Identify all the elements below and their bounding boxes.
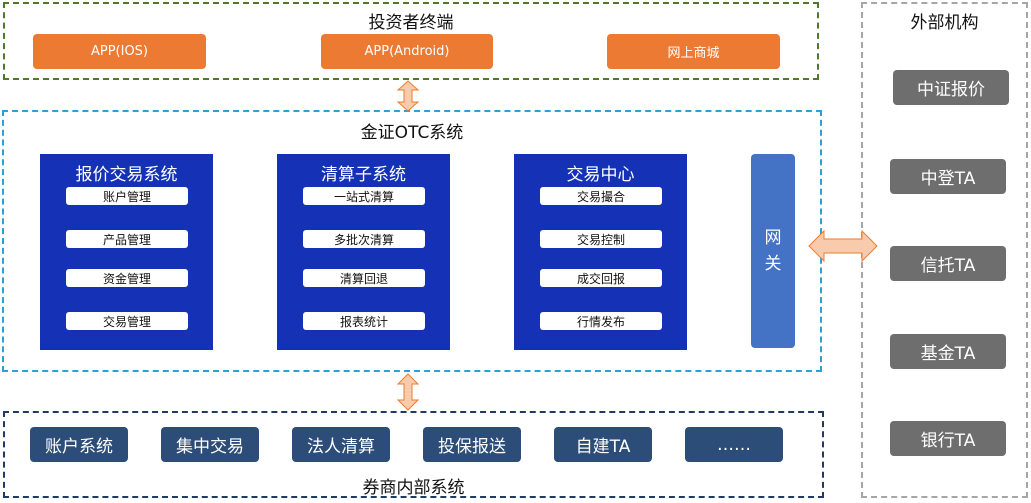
legal-entity-clearing-button[interactable]: 法人清算 (292, 427, 390, 462)
gateway-label: 网关 (764, 228, 782, 274)
account-system-button[interactable]: 账户系统 (30, 427, 128, 462)
trade-control-item[interactable]: 交易控制 (540, 230, 662, 248)
more-button[interactable]: …… (685, 427, 783, 462)
csrc-quote-button[interactable]: 中证报价 (893, 70, 1009, 105)
account-management-item[interactable]: 账户管理 (66, 187, 188, 205)
investor-protection-report-button[interactable]: 投保报送 (423, 427, 521, 462)
execution-report-item[interactable]: 成交回报 (540, 269, 662, 287)
fund-management-item[interactable]: 资金管理 (66, 269, 188, 287)
broker-internal-title: 券商内部系统 (362, 478, 465, 498)
otc-system-title: 金证OTC系统 (360, 123, 464, 143)
self-built-ta-button[interactable]: 自建TA (554, 427, 652, 462)
trading-center-title: 交易中心 (566, 165, 635, 185)
clearing-subsystem-title: 清算子系统 (321, 165, 406, 185)
one-stop-clearing-item[interactable]: 一站式清算 (303, 187, 425, 205)
centralized-trading-button[interactable]: 集中交易 (161, 427, 259, 462)
investor-terminal-group (3, 2, 819, 80)
investor-terminal-title: 投资者终端 (368, 13, 454, 33)
trade-matching-item[interactable]: 交易撮合 (540, 187, 662, 205)
trust-ta-button[interactable]: 信托TA (890, 246, 1006, 281)
external-institutions-title: 外部机构 (910, 13, 979, 33)
trade-management-item[interactable]: 交易管理 (66, 312, 188, 330)
app-ios-button[interactable]: APP(IOS) (33, 34, 206, 69)
report-statistics-item[interactable]: 报表统计 (303, 312, 425, 330)
gateway-external-arrow (808, 229, 878, 263)
quote-trading-title: 报价交易系统 (75, 165, 178, 185)
market-data-publish-item[interactable]: 行情发布 (540, 312, 662, 330)
product-management-item[interactable]: 产品管理 (66, 230, 188, 248)
clearing-rollback-item[interactable]: 清算回退 (303, 269, 425, 287)
csdc-ta-button[interactable]: 中登TA (890, 159, 1006, 194)
online-mall-button[interactable]: 网上商城 (607, 34, 780, 69)
bank-ta-button[interactable]: 银行TA (890, 421, 1006, 456)
otc-broker-arrow (396, 373, 420, 411)
gateway-block[interactable]: 网关 (751, 154, 795, 348)
fund-ta-button[interactable]: 基金TA (890, 334, 1006, 369)
broker-internal-group (3, 411, 824, 498)
multi-batch-clearing-item[interactable]: 多批次清算 (303, 230, 425, 248)
app-android-button[interactable]: APP(Android) (321, 34, 493, 69)
investor-otc-arrow (396, 80, 420, 112)
